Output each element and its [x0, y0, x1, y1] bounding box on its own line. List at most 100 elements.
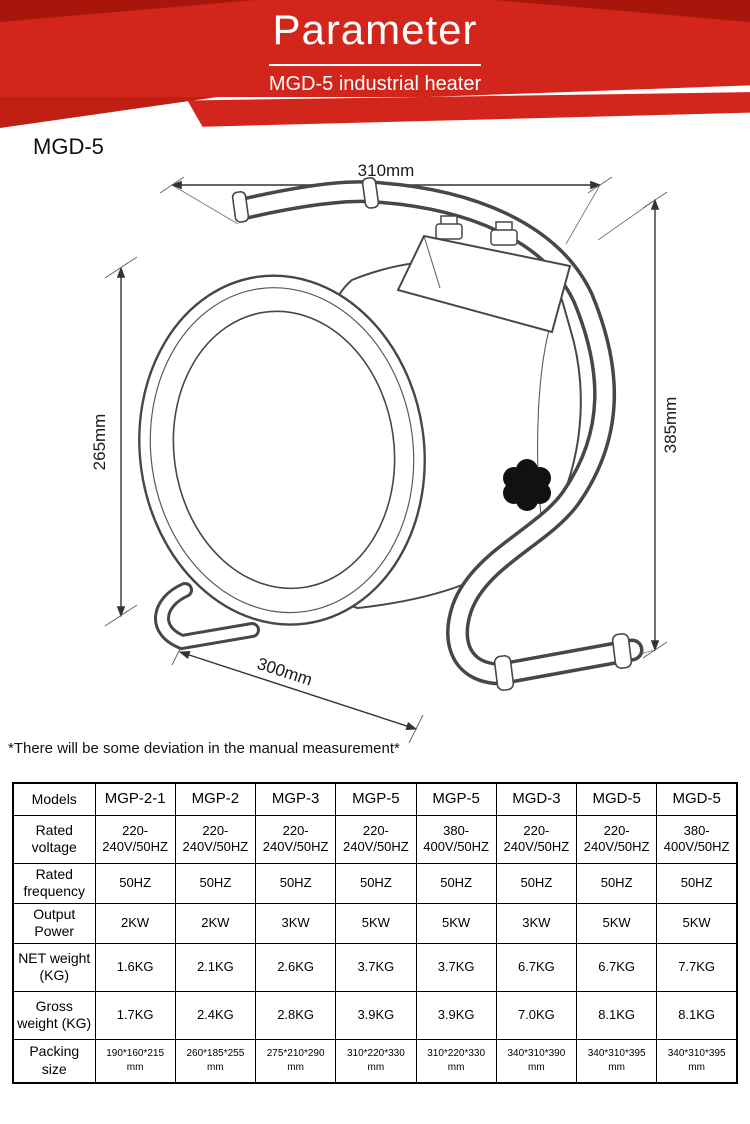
model-name-cell: MGP-5	[335, 782, 417, 816]
spec-value-cell: 6.7KG	[495, 942, 578, 992]
row-label-cell: Rated voltage	[12, 814, 96, 864]
row-label-cell: Output Power	[12, 902, 96, 944]
spec-value-cell: 2KW	[94, 902, 176, 944]
spec-value-cell: 220-240V/50HZ	[94, 814, 176, 864]
spec-value-cell: 2.1KG	[174, 942, 257, 992]
spec-value-cell: 6.7KG	[575, 942, 658, 992]
control-box	[396, 215, 572, 334]
spec-value-cell: 1.7KG	[94, 990, 176, 1040]
dim-label-265mm: 265mm	[90, 414, 109, 471]
dim-label-310mm: 310mm	[358, 161, 415, 180]
spec-value-cell: 5KW	[575, 902, 658, 944]
spec-value-cell: 3.7KG	[335, 942, 417, 992]
title-underline	[269, 64, 481, 66]
spec-value-cell: 340*310*390 mm	[495, 1038, 578, 1084]
row-label-cell: NET weight (KG)	[12, 942, 96, 992]
control-knob-2	[490, 229, 518, 246]
spec-value-cell: 50HZ	[495, 862, 578, 904]
spec-value-cell: 220-240V/50HZ	[174, 814, 257, 864]
spec-value-cell: 5KW	[415, 902, 497, 944]
spec-value-cell: 50HZ	[174, 862, 257, 904]
spec-value-cell: 5KW	[656, 902, 738, 944]
spec-value-cell: 8.1KG	[656, 990, 738, 1040]
spec-value-cell: 2.4KG	[174, 990, 257, 1040]
spec-value-cell: 3.7KG	[415, 942, 497, 992]
grip-ring-left	[231, 191, 250, 223]
model-name-cell: MGD-5	[656, 782, 738, 816]
dimension-bottom-depth: 300mm	[171, 636, 424, 744]
row-label-cell: Packing size	[12, 1038, 96, 1084]
spec-value-cell: 275*210*290 mm	[254, 1038, 337, 1084]
spec-value-cell: 220-240V/50HZ	[335, 814, 417, 864]
front-rim	[138, 274, 426, 626]
banner: Parameter MGD-5 industrial heater	[0, 0, 750, 128]
dim-label-300mm: 300mm	[255, 654, 315, 690]
row-label-cell: Rated frequency	[12, 862, 96, 904]
spec-value-cell: 50HZ	[415, 862, 497, 904]
spec-value-cell: 3.9KG	[335, 990, 417, 1040]
spec-value-cell: 50HZ	[94, 862, 176, 904]
front-foot	[154, 582, 260, 651]
spec-value-cell: 3KW	[495, 902, 578, 944]
spec-value-cell: 3.9KG	[415, 990, 497, 1040]
foot-ring-right	[611, 633, 633, 669]
spec-value-cell: 340*310*395 mm	[575, 1038, 658, 1084]
spec-value-cell: 380-400V/50HZ	[415, 814, 497, 864]
model-name-cell: MGD-3	[495, 782, 578, 816]
banner-ribbon-main	[0, 0, 750, 97]
spec-value-cell: 3KW	[254, 902, 337, 944]
model-label: MGD-5	[33, 134, 104, 159]
spec-value-cell: 220-240V/50HZ	[254, 814, 337, 864]
heater-diagram-svg: 310mm 385mm 265mm 300mm	[90, 161, 680, 744]
model-name-cell: MGD-5	[575, 782, 658, 816]
page-subtitle: MGD-5 industrial heater	[268, 73, 482, 95]
diagram-section: MGD-5 310mm 385mm	[0, 128, 750, 776]
spec-value-cell: 310*220*330 mm	[335, 1038, 417, 1084]
grip-ring-right	[361, 177, 380, 209]
spec-value-cell: 2.8KG	[254, 990, 337, 1040]
spec-value-cell: 220-240V/50HZ	[575, 814, 658, 864]
dimension-left-height: 265mm	[90, 256, 138, 627]
spec-value-cell: 340*310*395 mm	[656, 1038, 738, 1084]
heater-drawing	[138, 177, 644, 691]
spec-value-cell: 5KW	[335, 902, 417, 944]
model-name-cell: MGP-2	[174, 782, 257, 816]
adjuster-knob	[503, 459, 551, 511]
handle-tube	[231, 177, 644, 691]
spec-value-cell: 380-400V/50HZ	[656, 814, 738, 864]
spec-value-cell: 310*220*330 mm	[415, 1038, 497, 1084]
model-name-cell: MGP-3	[254, 782, 337, 816]
dim-label-385mm: 385mm	[661, 397, 680, 454]
models-header-cell: Models	[12, 782, 96, 816]
spec-value-cell: 7.7KG	[656, 942, 738, 992]
model-name-cell: MGP-2-1	[94, 782, 176, 816]
model-name-cell: MGP-5	[415, 782, 497, 816]
foot-ring-left	[493, 655, 515, 691]
spec-value-cell: 1.6KG	[94, 942, 176, 992]
spec-value-cell: 190*160*215 mm	[94, 1038, 176, 1084]
spec-value-cell: 8.1KG	[575, 990, 658, 1040]
measurement-note: *There will be some deviation in the man…	[8, 740, 400, 757]
spec-value-cell: 50HZ	[575, 862, 658, 904]
control-knob-1	[435, 223, 463, 240]
spec-value-cell: 50HZ	[254, 862, 337, 904]
page-title: Parameter	[272, 6, 478, 53]
spec-value-cell: 260*185*255 mm	[174, 1038, 257, 1084]
spec-value-cell: 7.0KG	[495, 990, 578, 1040]
spec-value-cell: 50HZ	[656, 862, 738, 904]
spec-value-cell: 2KW	[174, 902, 257, 944]
spec-value-cell: 2.6KG	[254, 942, 337, 992]
spec-value-cell: 220-240V/50HZ	[495, 814, 578, 864]
dimension-right-height: 385mm	[597, 191, 680, 659]
spec-value-cell: 50HZ	[335, 862, 417, 904]
row-label-cell: Gross weight (KG)	[12, 990, 96, 1040]
